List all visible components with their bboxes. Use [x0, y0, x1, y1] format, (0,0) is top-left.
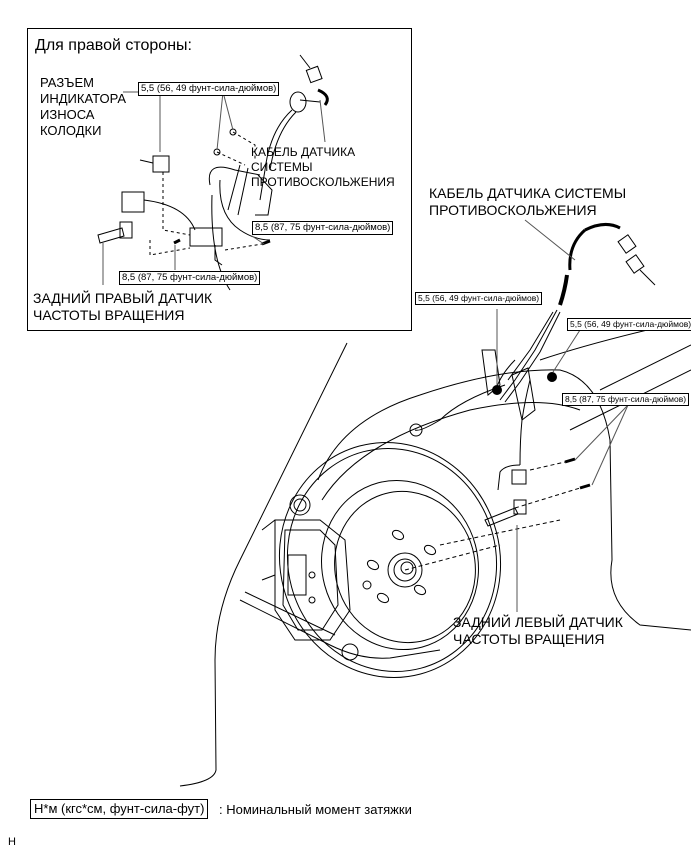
nut-right — [547, 372, 557, 382]
inset-torque-right: 8,5 (87, 75 фунт-сила-дюймов) — [252, 221, 394, 235]
main-torque-left: 5,5 (56, 49 фунт-сила-дюймов) — [415, 292, 543, 305]
inset-abs-cable-label: КАБЕЛЬ ДАТЧИКА СИСТЕМЫ ПРОТИВОСКОЛЬЖЕНИЯ — [251, 145, 395, 189]
main-abs-cable — [409, 223, 656, 491]
main-speed-sensor — [484, 499, 527, 527]
brake-caliper — [261, 494, 351, 641]
main-abs-cable-label: КАБЕЛЬ ДАТЧИКА СИСТЕМЫ ПРОТИВОСКОЛЬЖЕНИЯ — [429, 185, 627, 218]
torque-legend-description: : Номинальный момент затяжки — [219, 802, 412, 817]
main-torque-right-lower: 8,5 (87, 75 фунт-сила-дюймов) — [562, 393, 690, 406]
bolt-upper — [564, 457, 576, 464]
fender-outline — [179, 342, 348, 787]
rear-left-speed-sensor-label: ЗАДНИЙ ЛЕВЫЙ ДАТЧИК ЧАСТОТЫ ВРАЩЕНИЯ — [453, 614, 623, 647]
suspension-arm — [239, 599, 441, 659]
wheel-arch — [317, 369, 691, 631]
brake-disc — [278, 442, 502, 678]
wear-indicator-connector-label: РАЗЪЕМ ИНДИКАТОРА ИЗНОСА КОЛОДКИ — [40, 75, 127, 138]
figure-code: H — [8, 836, 16, 848]
inset-torque-top: 5,5 (56, 49 фунт-сила-дюймов) — [138, 82, 280, 96]
rear-right-speed-sensor-label: ЗАДНИЙ ПРАВЫЙ ДАТЧИК ЧАСТОТЫ ВРАЩЕНИЯ — [33, 290, 213, 323]
inset-title: Для правой стороны: — [35, 37, 192, 54]
torque-unit-legend-box: Н*м (кгс*см, фунт-сила-фут) — [30, 799, 209, 819]
inset-drawing — [97, 54, 329, 291]
bolt-lower — [579, 483, 591, 490]
main-torque-right-upper: 5,5 (56, 49 фунт-сила-дюймов) — [567, 318, 691, 331]
inset-torque-bottom: 8,5 (87, 75 фунт-сила-дюймов) — [119, 271, 261, 285]
nut-left — [492, 385, 502, 395]
right-side-inset — [27, 28, 412, 331]
